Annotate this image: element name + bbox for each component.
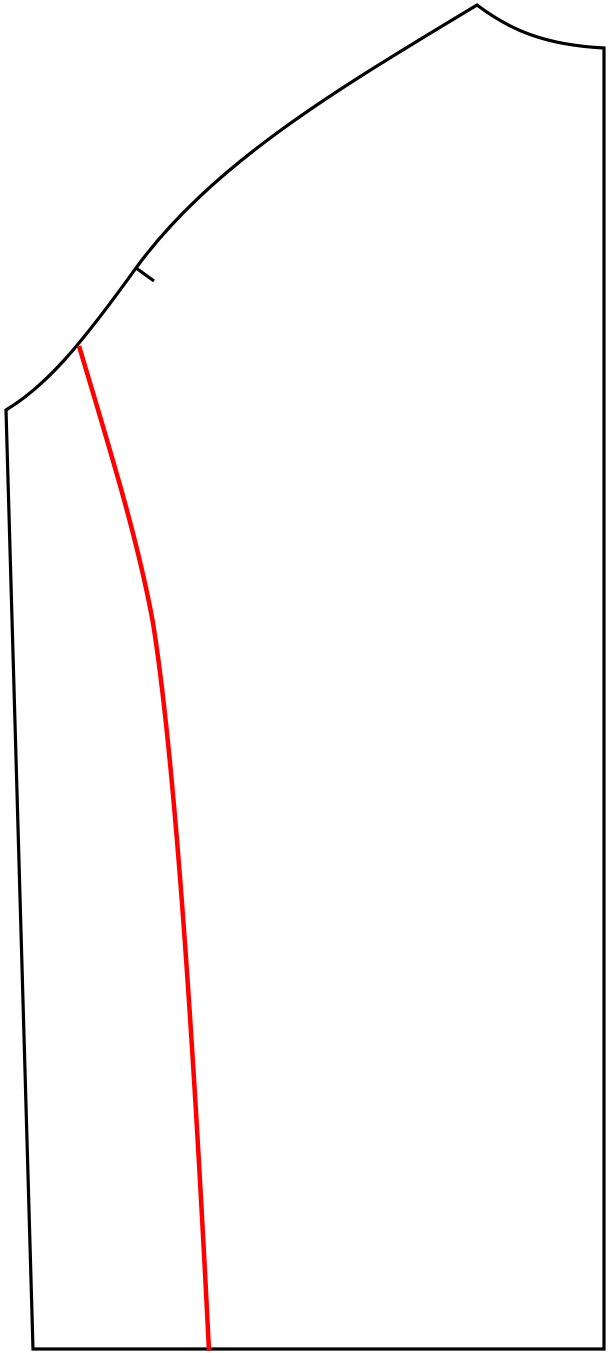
notch-mark [135, 266, 155, 283]
seam-line-red [76, 345, 212, 1352]
sleeve-outline [4, 3, 606, 1351]
